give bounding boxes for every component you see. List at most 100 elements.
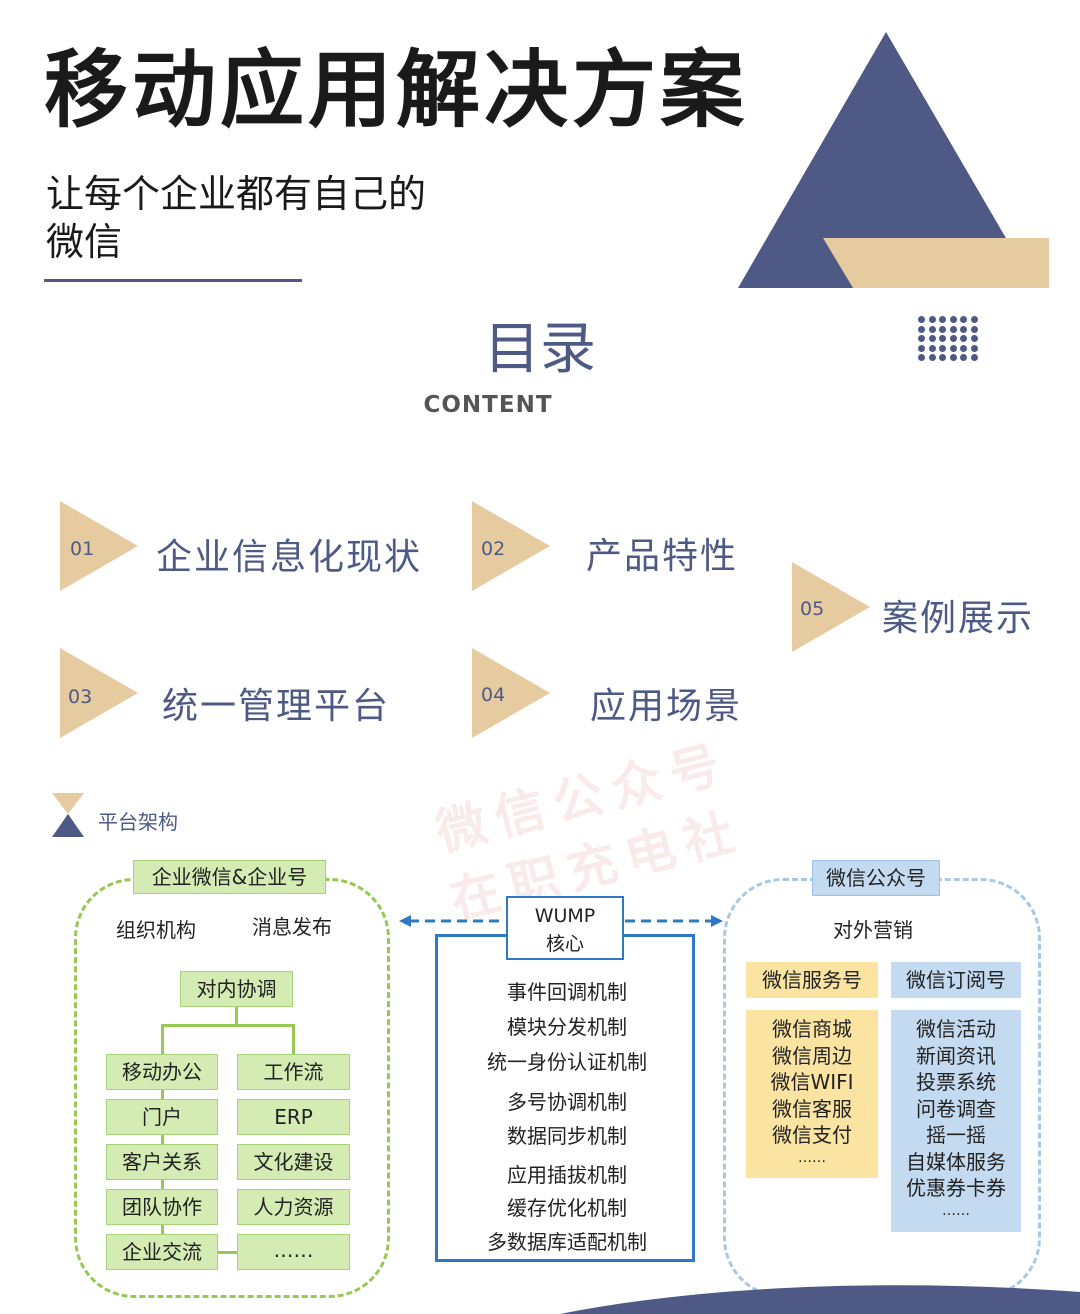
dot [918,316,925,323]
toc-marker-05 [792,562,870,652]
dot [970,335,978,342]
toc-number-01: 01 [70,538,95,560]
dot [970,325,978,333]
toc-title: 目录 [484,317,596,382]
dot [949,344,957,352]
toc-marker-02 [472,501,550,591]
list-item: 微信商城 [772,1017,852,1041]
dot [918,325,925,333]
dot [928,325,936,333]
hourglass-icon [52,793,84,837]
dot [970,354,978,361]
wump-header-line-1: WUMP [534,905,596,927]
feature-box: 文化建设 [237,1144,350,1180]
org-structure-label: 组织机构 [116,918,196,942]
list-item: 微信支付 [772,1123,852,1147]
service-account-list: 微信商城 微信周边 微信WIFI 微信客服 微信支付 …… [746,1010,878,1178]
list-item: …… [798,1149,826,1166]
dot [960,354,967,361]
toc-subtitle: CONTENT [423,392,553,418]
mechanism-item: 应用插拔机制 [507,1163,627,1187]
list-item: 自媒体服务 [906,1149,1006,1174]
toc-number-04: 04 [481,684,506,706]
bidirectional-arrows [399,915,723,927]
navy-triangle [738,32,1035,288]
dot [928,354,936,361]
list-item: 新闻资讯 [916,1043,996,1068]
tan-parallelogram [823,238,1049,288]
feature-box: 门户 [106,1099,218,1135]
feature-box: 移动办公 [106,1054,218,1090]
bottom-wave-decoration [560,1285,1080,1314]
list-item: 微信WIFI [770,1070,854,1094]
toc-item-01[interactable]: 企业信息化现状 [156,537,423,578]
dot [960,325,967,333]
list-item: 摇一摇 [926,1123,986,1147]
connector-line [292,1024,295,1054]
dot [918,335,925,342]
dot [918,354,925,361]
toc-marker-01 [60,501,138,591]
enterprise-wechat-header: 企业微信&企业号 [133,860,326,894]
feature-box: 团队协作 [106,1189,218,1225]
main-title: 移动应用解决方案 [44,41,749,139]
toc-number-03: 03 [68,686,93,708]
dot [928,316,936,323]
list-item: 微信活动 [916,1017,996,1041]
toc-number-02: 02 [481,538,506,560]
list-item: 问卷调查 [916,1096,996,1121]
platform-section-label: 平台架构 [98,810,178,834]
dot [960,316,967,323]
dot [939,354,946,361]
feature-box: 工作流 [237,1054,350,1090]
list-item: …… [942,1202,970,1219]
subscription-account-list: 微信活动 新闻资讯 投票系统 问卷调查 摇一摇 自媒体服务 优惠券卡券 …… [891,1010,1021,1232]
internal-coordination-box: 对内协调 [180,971,293,1007]
message-publish-label: 消息发布 [252,915,332,939]
arrow-left-icon [399,915,411,927]
dot [949,335,957,342]
toc-number-05: 05 [800,598,825,620]
dot [918,344,925,352]
dot-grid-decoration [918,316,980,362]
toc-marker-03 [60,648,138,738]
dot [928,335,936,342]
decorative-triangle-graphic [738,32,1049,288]
feature-box: 企业交流 [106,1234,218,1270]
feature-box: 人力资源 [237,1189,350,1225]
mechanism-item: 统一身份认证机制 [487,1050,647,1074]
dot [939,316,946,323]
dot [960,335,967,342]
mechanism-item: 事件回调机制 [507,980,627,1004]
connector-line [162,1024,295,1027]
dot [960,344,967,352]
dot [949,325,957,333]
arrow-right-icon [711,915,723,927]
toc-marker-04 [472,648,550,738]
dot [970,316,978,323]
wechat-official-header: 微信公众号 [812,860,940,896]
toc-item-04[interactable]: 应用场景 [590,686,743,727]
toc-item-03[interactable]: 统一管理平台 [162,686,391,727]
mechanism-item: 多号协调机制 [507,1090,627,1114]
wump-header: WUMP 核心 [506,896,624,960]
feature-box: ERP [237,1099,350,1135]
dot [939,335,946,342]
feature-box: …… [237,1234,350,1270]
subtitle-line-1: 让每个企业都有自己的 [46,172,427,216]
connector-line [235,1007,238,1025]
dot [970,344,978,352]
connector-line [218,1251,238,1254]
toc-item-05[interactable]: 案例展示 [882,598,1035,639]
dot [928,344,936,352]
subtitle-line-2: 微信 [46,220,123,264]
toc-item-02[interactable]: 产品特性 [586,536,739,577]
dot [949,354,957,361]
mechanism-item: 数据同步机制 [507,1124,627,1148]
service-account-header: 微信服务号 [746,962,878,998]
wump-header-line-2: 核心 [545,933,584,955]
list-item: 微信客服 [772,1096,852,1121]
mechanism-item: 多数据库适配机制 [487,1230,647,1254]
dot [949,316,957,323]
subscription-account-header: 微信订阅号 [891,962,1021,998]
